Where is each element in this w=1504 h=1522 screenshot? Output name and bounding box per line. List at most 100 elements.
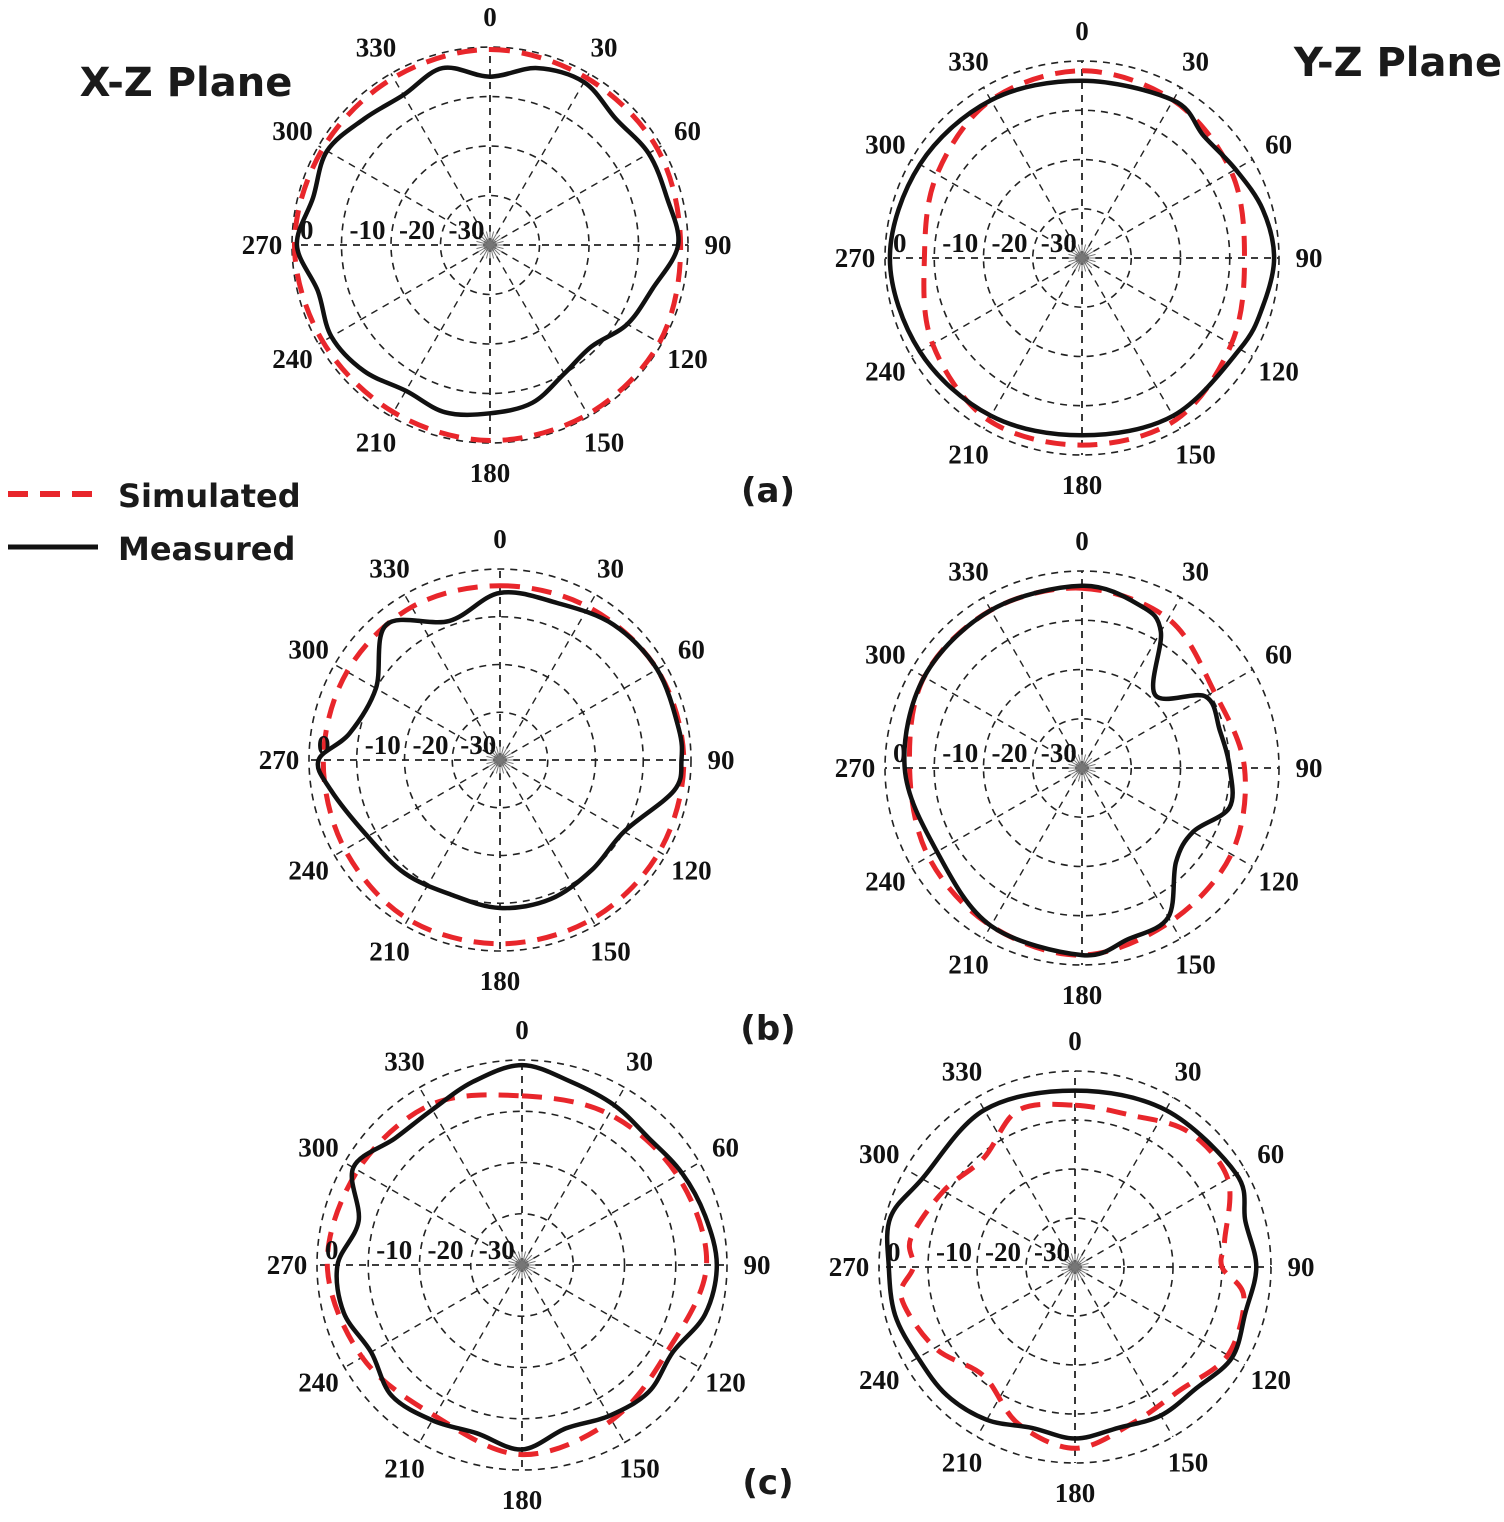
center-tick (1074, 1266, 1083, 1280)
center-tick (1062, 1259, 1076, 1268)
center-tick (489, 234, 501, 246)
angle-tick-label: 120 (1258, 357, 1299, 387)
grid-spoke (982, 597, 1083, 769)
grid-spoke (499, 594, 597, 761)
grid-spoke (904, 1168, 1076, 1268)
center-tick (1081, 257, 1095, 266)
angle-tick-label: 90 (1296, 753, 1323, 783)
center-tick (489, 244, 495, 259)
ring-tick-label: -30 (1041, 228, 1077, 258)
center-tick (489, 749, 501, 761)
grid-spoke (390, 73, 491, 246)
grid-spoke (521, 1161, 700, 1266)
angle-tick-label: 210 (948, 440, 989, 470)
simulated-trace (292, 47, 684, 444)
center-tick (521, 1264, 533, 1276)
center-tick (495, 746, 501, 761)
simulated-trace (921, 68, 1247, 448)
grid-spoke (1074, 1266, 1174, 1438)
center-tick (489, 244, 498, 258)
center-tick (1074, 767, 1083, 781)
grid-spoke (1081, 767, 1182, 939)
ring-tick-label: -10 (350, 215, 386, 245)
angle-tick-label: 240 (865, 867, 906, 897)
center-tick (508, 1264, 523, 1270)
grid-spoke (1081, 257, 1182, 429)
angle-tick-label: 210 (369, 936, 410, 966)
center-tick (499, 759, 508, 773)
center-tick (1074, 1266, 1086, 1278)
angle-tick-label: 210 (942, 1448, 983, 1478)
center-tick (514, 1264, 523, 1278)
angle-tick-label: 90 (705, 230, 732, 260)
center-tick (1081, 763, 1096, 769)
grid-ring (308, 568, 692, 952)
ring-tick-label: -30 (1041, 738, 1077, 768)
angle-tick-label: 270 (829, 1252, 870, 1282)
angle-tick-label: 300 (865, 130, 906, 160)
yz-plane-title: Y-Z Plane (1293, 40, 1502, 86)
angle-tick-label: 240 (865, 357, 906, 387)
angle-tick-label: 150 (1175, 950, 1216, 980)
angle-tick-label: 270 (267, 1250, 308, 1280)
angle-tick-label: 180 (1055, 1478, 1096, 1508)
ring-tick-label: 0 (325, 1235, 339, 1265)
center-tick (1067, 1266, 1076, 1280)
center-tick (1081, 257, 1090, 271)
ring-tick-label: -30 (460, 730, 496, 760)
center-tick (511, 1264, 523, 1276)
center-tick (499, 747, 508, 761)
measured-trace (315, 590, 685, 911)
center-tick (1074, 1262, 1089, 1268)
grid-ring (1025, 1217, 1125, 1317)
center-tick (1081, 760, 1095, 769)
grid-ring (982, 668, 1182, 868)
center-tick (489, 232, 498, 246)
grid-ring (469, 1212, 575, 1318)
center-tick (486, 759, 501, 765)
polar-plots: 03060901201501802102402703003300-10-20-3… (242, 2, 1323, 1515)
center-tick (487, 759, 501, 768)
center-tick (1081, 257, 1096, 263)
center-tick (509, 1257, 523, 1266)
panel-label-c: (c) (742, 1463, 793, 1503)
center-tick (1081, 250, 1095, 259)
polar-plot-1: 03060901201501802102402703003300-10-20-3… (242, 2, 732, 488)
angle-tick-label: 150 (584, 428, 625, 458)
angle-tick-label: 60 (674, 116, 701, 146)
angle-tick-label: 0 (515, 1015, 529, 1045)
panel-label-a: (a) (741, 471, 795, 511)
ring-tick-label: 0 (893, 228, 907, 258)
center-tick (1068, 763, 1083, 769)
center-tick (499, 759, 514, 765)
ring-tick-label: -20 (992, 228, 1028, 258)
grid-ring (439, 194, 541, 296)
center-tick (479, 244, 491, 256)
grid-spoke (1081, 257, 1253, 358)
center-tick (499, 746, 505, 761)
center-tick (482, 232, 491, 246)
grid-spoke (344, 1161, 523, 1266)
angle-tick-label: 0 (483, 2, 497, 32)
ring-tick-label: 0 (300, 215, 314, 245)
angle-tick-label: 330 (948, 556, 989, 586)
center-tick (521, 1254, 533, 1266)
center-tick (499, 749, 511, 761)
center-tick (509, 1264, 523, 1273)
grid-spoke (982, 87, 1083, 259)
angle-tick-label: 240 (272, 344, 313, 374)
grid-spoke (1081, 668, 1253, 769)
angle-tick-label: 180 (1062, 980, 1103, 1010)
center-tick (486, 755, 501, 761)
angle-tick-label: 300 (859, 1139, 900, 1169)
grid-ring (1031, 207, 1133, 309)
center-tick (492, 747, 501, 761)
legend-simulated-label: Simulated (118, 477, 301, 515)
grid-spoke (904, 1266, 1076, 1366)
angle-tick-label: 330 (369, 554, 410, 584)
center-tick (1062, 1266, 1076, 1275)
angle-tick-label: 180 (470, 458, 511, 488)
grid-spoke (521, 1087, 626, 1266)
xz-plane-title: X-Z Plane (80, 60, 293, 106)
angle-tick-label: 120 (705, 1368, 746, 1398)
